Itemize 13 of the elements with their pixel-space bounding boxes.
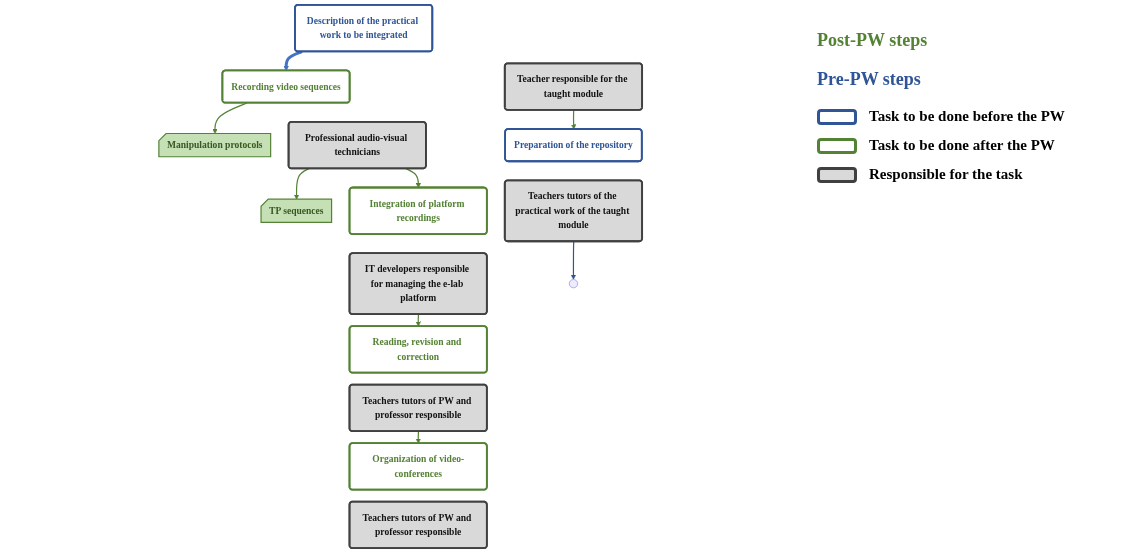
arrow xyxy=(293,168,310,200)
bracket-label: Pre-PW steps xyxy=(817,69,922,90)
arrow xyxy=(570,240,577,280)
arrow xyxy=(212,102,248,134)
arrow xyxy=(415,430,421,444)
arrow xyxy=(405,168,421,189)
arrow xyxy=(283,50,303,71)
legend-text: Task to be done after the PW xyxy=(869,137,1055,154)
arrow xyxy=(571,109,577,130)
legend-text: Responsible for the task xyxy=(869,166,1023,183)
bracket-label: Post-PW steps xyxy=(817,30,929,51)
legend-text: Task to be done before the PW xyxy=(869,108,1065,125)
arrow xyxy=(415,313,421,327)
